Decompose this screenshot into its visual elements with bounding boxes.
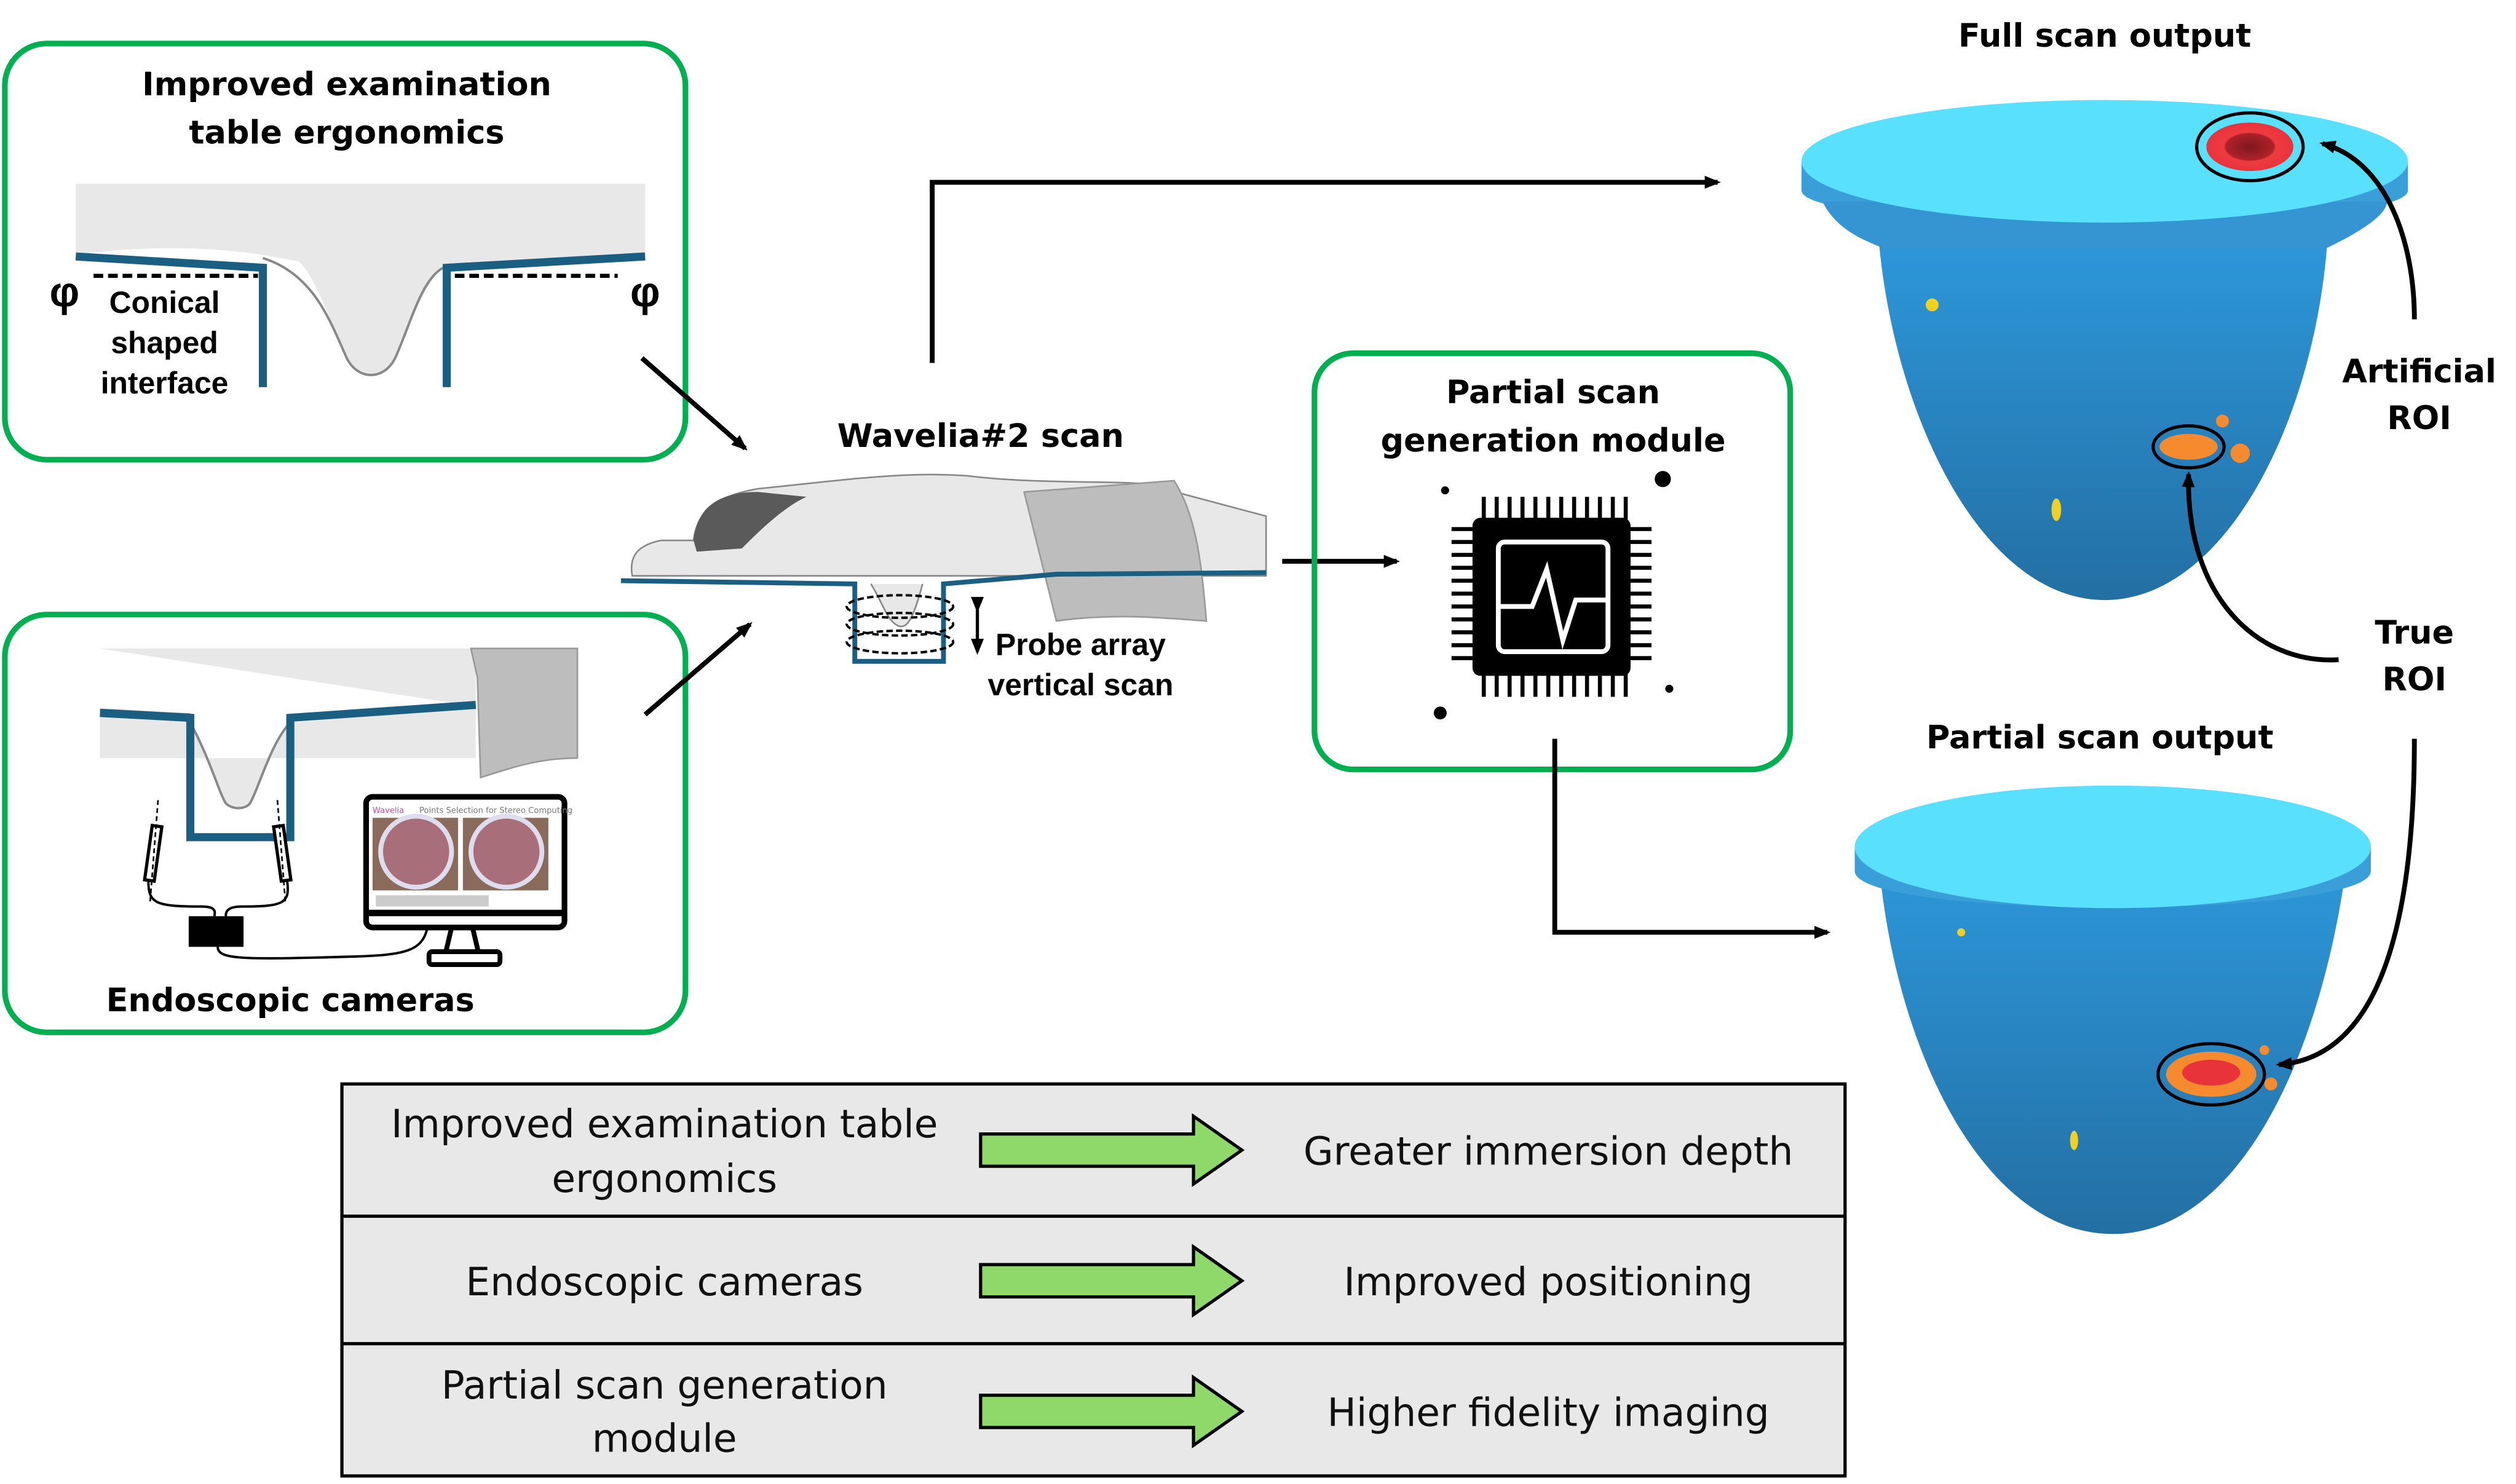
arrow-scan-to-full-output — [930, 176, 1721, 363]
true-roi-label-2: ROI — [2383, 661, 2447, 698]
arrow-true-roi-full — [2182, 471, 2339, 663]
probe-label-2: vertical scan — [988, 668, 1174, 702]
true-roi-label-1: True — [2375, 614, 2454, 652]
chip-waveform-icon — [1433, 471, 1674, 720]
conical-label-1: Conical — [109, 285, 220, 320]
body-silhouette — [76, 184, 646, 376]
drape — [470, 647, 579, 779]
cause-text: module — [592, 1416, 737, 1461]
detected-roi-marker — [2182, 1059, 2241, 1086]
conical-label-2: shaped — [111, 326, 218, 360]
camera-controller — [188, 916, 244, 947]
monitor-icon: Wavelia Points Selection for Stereo Comp… — [363, 794, 572, 968]
cause-text: Endoscopic cameras — [465, 1260, 863, 1304]
partial-scan-output: Partial scan output — [1854, 719, 2371, 1234]
green-arrow-icon — [979, 1244, 1245, 1318]
ergonomics-box: Improved examination table ergonomics φ … — [2, 41, 689, 463]
cause-text: Improved examination table — [391, 1102, 938, 1147]
arrow-true-roi-partial — [2276, 738, 2417, 1070]
camera-right — [272, 800, 293, 904]
endoscopic-title: Endoscopic cameras — [106, 982, 475, 1019]
effect-text: Greater immersion depth — [1303, 1129, 1793, 1174]
endoscopic-box: Wavelia Points Selection for Stereo Comp… — [2, 612, 689, 1035]
table-row: Improved examination table ergonomics Gr… — [391, 1102, 1793, 1201]
cause-text: Partial scan generation — [441, 1363, 888, 1408]
table-profile — [75, 252, 646, 387]
full-output-title: Full scan output — [1958, 17, 2251, 55]
ergonomics-title-1: Improved examination — [142, 66, 552, 103]
conical-label-3: interface — [101, 366, 229, 400]
effect-text: Improved positioning — [1343, 1260, 1752, 1304]
arrow-module-to-partial-output — [1552, 738, 1831, 939]
green-arrow-icon — [979, 1374, 1245, 1449]
true-roi-marker — [2159, 433, 2218, 460]
heart-top — [1854, 785, 2371, 909]
module-title-2: generation module — [1380, 422, 1725, 460]
cause-text: ergonomics — [552, 1156, 777, 1201]
ergonomics-title-2: table ergonomics — [189, 114, 504, 152]
green-arrow-icon — [979, 1113, 1245, 1187]
heart-body — [1878, 862, 2347, 1234]
effect-text: Higher fidelity imaging — [1327, 1391, 1770, 1435]
full-scan-output: Full scan output — [1801, 17, 2408, 601]
heart-body — [1878, 242, 2328, 601]
scan-title: Wavelia#2 scan — [837, 417, 1124, 455]
angle-symbol-right: φ — [630, 269, 660, 316]
arrow-cameras-to-scan — [643, 622, 753, 717]
screen-title: Points Selection for Stereo Computing — [419, 806, 572, 815]
wavelia-scan: Wavelia#2 scan Probe array vertical scan — [620, 417, 1267, 702]
table-profile — [100, 701, 477, 842]
probe-array-rings — [845, 594, 955, 655]
camera-left — [143, 800, 164, 904]
module-box: Partial scan generation module — [1311, 350, 1794, 773]
artificial-roi-marker — [2206, 122, 2294, 172]
screen-logo: Wavelia — [373, 806, 404, 815]
angle-symbol-left: φ — [50, 269, 80, 316]
table-row: Endoscopic cameras Improved positioning — [465, 1244, 1753, 1318]
artificial-roi-label-1: Artificial — [2342, 353, 2496, 390]
table-row: Partial scan generation module Higher fi… — [441, 1363, 1770, 1461]
partial-output-title: Partial scan output — [1926, 719, 2274, 756]
artificial-roi-label-2: ROI — [2387, 400, 2451, 437]
heart-top — [1801, 100, 2408, 223]
module-title-1: Partial scan — [1446, 374, 1660, 411]
arrow-artificial-roi — [2319, 140, 2417, 320]
summary-table: Improved examination table ergonomics Gr… — [340, 1082, 1847, 1478]
arrow-ergonomics-to-scan — [640, 356, 748, 451]
probe-label-1: Probe array — [995, 627, 1166, 661]
